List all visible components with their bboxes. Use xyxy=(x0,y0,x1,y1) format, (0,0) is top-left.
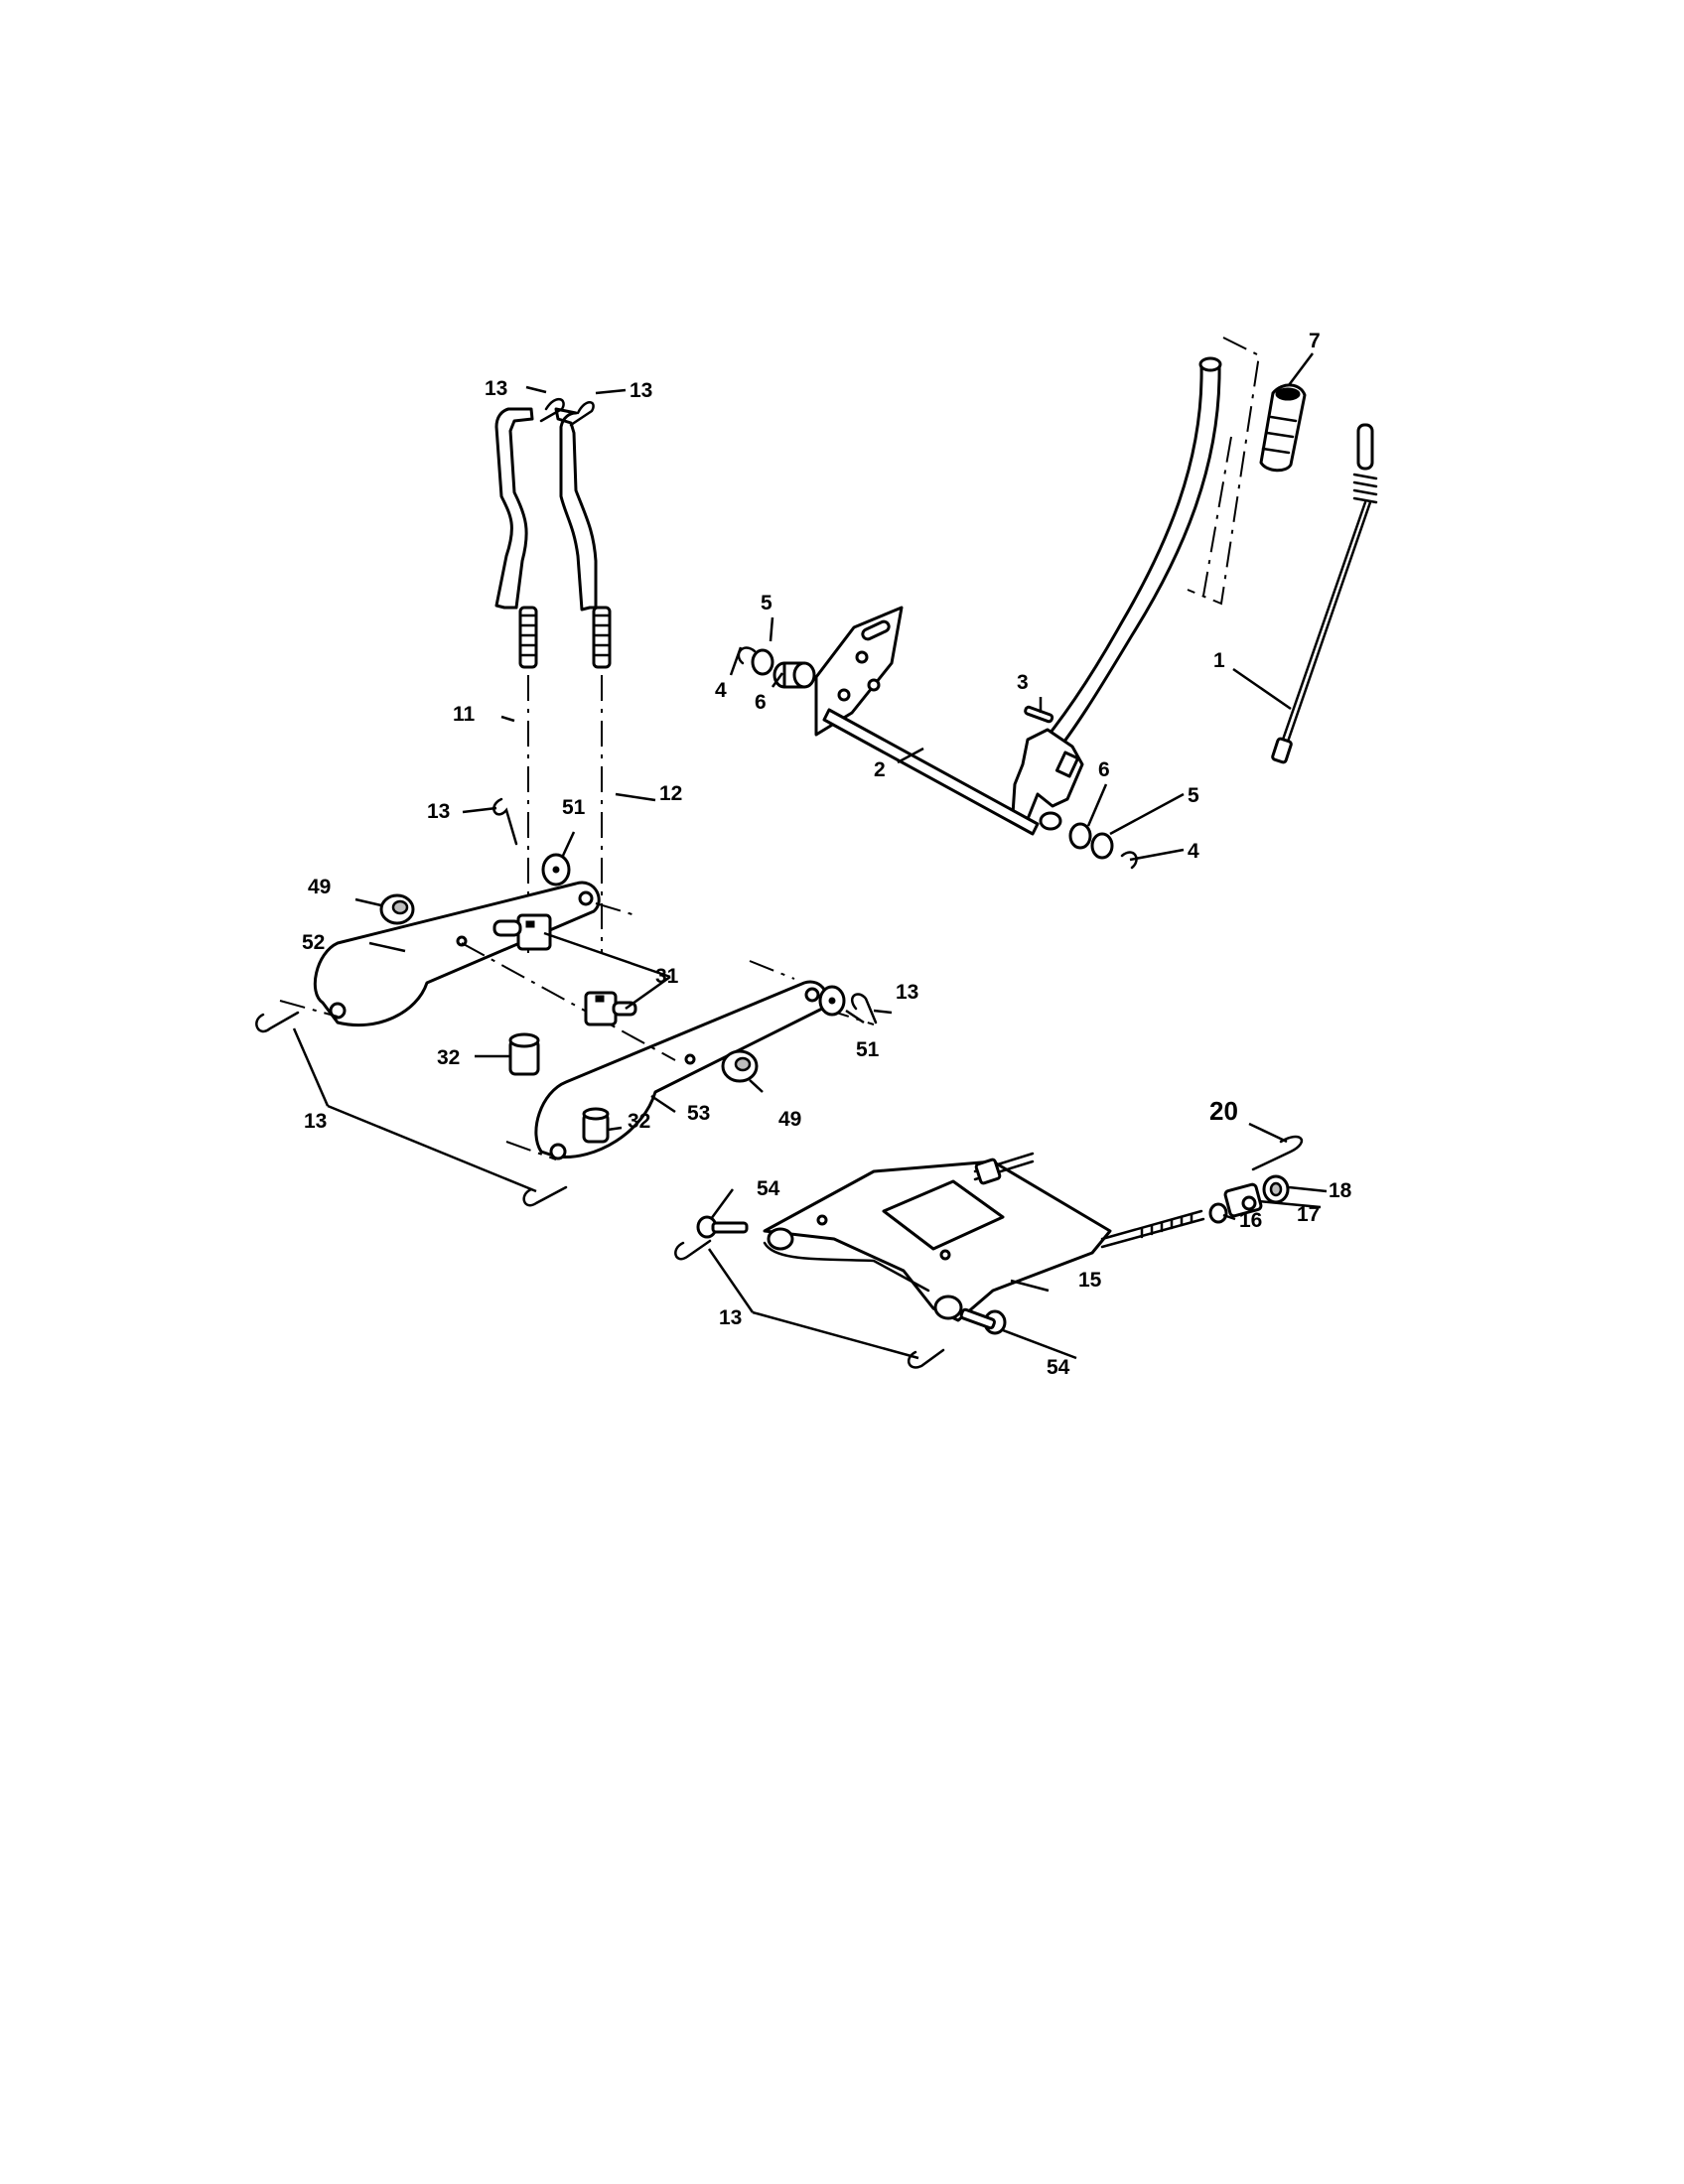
callout-13b: 13 xyxy=(630,379,652,402)
callout-54b: 54 xyxy=(1047,1356,1070,1379)
callout-1: 1 xyxy=(1213,649,1225,672)
trunnion-left xyxy=(492,913,552,951)
lift-hanger-52 xyxy=(313,881,601,1027)
callout-52: 52 xyxy=(302,931,325,954)
callout-13d: 13 xyxy=(896,981,918,1004)
washer-left xyxy=(541,853,571,887)
bushing-left xyxy=(379,893,415,925)
adjuster-nut-16 xyxy=(1208,1202,1228,1224)
shoulder-bolt-lower xyxy=(959,1307,1007,1335)
callout-20: 20 xyxy=(1209,1096,1238,1126)
callout-49b: 49 xyxy=(778,1108,801,1131)
washer-right xyxy=(818,985,846,1017)
bushing-right xyxy=(721,1049,759,1083)
hairpin-clips xyxy=(255,398,945,1369)
callout-labels: 1 2 3 4 4 5 5 6 6 7 11 12 13 13 13 13 13… xyxy=(302,330,1352,1379)
upper-right-hardware xyxy=(1068,822,1138,870)
nut-left xyxy=(508,1032,540,1076)
lift-rod xyxy=(1271,423,1378,764)
callout-15: 15 xyxy=(1078,1269,1102,1292)
callout-51b: 51 xyxy=(856,1038,880,1061)
callout-31: 31 xyxy=(655,965,679,988)
callout-54a: 54 xyxy=(757,1177,780,1200)
callout-6a: 6 xyxy=(755,691,767,714)
adjuster-nut-18 xyxy=(1262,1174,1290,1204)
shoulder-bolt-upper xyxy=(696,1215,749,1239)
callout-4b: 4 xyxy=(1188,840,1199,863)
lift-link-right xyxy=(554,407,612,669)
callout-32b: 32 xyxy=(628,1110,650,1133)
hairpin-20 xyxy=(1251,1135,1304,1171)
callout-32a: 32 xyxy=(437,1046,460,1069)
callout-5b: 5 xyxy=(1188,784,1199,807)
callout-6b: 6 xyxy=(1098,758,1110,781)
callout-13f: 13 xyxy=(719,1306,742,1329)
trunnion-right xyxy=(584,991,637,1026)
callout-13e: 13 xyxy=(304,1110,327,1133)
callout-16: 16 xyxy=(1239,1209,1262,1232)
lift-arm-15 xyxy=(763,1160,1112,1322)
leader-lines xyxy=(292,352,1328,1360)
callout-11: 11 xyxy=(453,703,476,726)
upper-left-hardware xyxy=(737,646,816,689)
handle-grip xyxy=(1259,383,1307,473)
callout-7: 7 xyxy=(1309,330,1321,352)
callout-12: 12 xyxy=(659,782,682,805)
adjuster-trunnion-17 xyxy=(1223,1182,1263,1218)
callout-13a: 13 xyxy=(485,377,507,400)
grip-centerline xyxy=(1187,337,1261,606)
callout-3: 3 xyxy=(1017,671,1029,694)
lift-arm-threaded-rod xyxy=(973,1152,1205,1249)
lift-hanger-53 xyxy=(534,980,829,1160)
callout-4a: 4 xyxy=(715,679,727,702)
callout-18: 18 xyxy=(1329,1179,1352,1202)
callout-17: 17 xyxy=(1297,1203,1320,1226)
callout-51a: 51 xyxy=(562,796,586,819)
callout-2: 2 xyxy=(874,758,886,781)
callout-49a: 49 xyxy=(308,876,331,898)
nut-right xyxy=(582,1107,610,1144)
callout-53: 53 xyxy=(687,1102,710,1125)
lift-handle xyxy=(1011,356,1222,821)
lift-shaft xyxy=(814,606,1062,836)
callout-5a: 5 xyxy=(761,592,772,614)
lift-link-left xyxy=(494,407,538,669)
callout-13c: 13 xyxy=(427,800,450,823)
roll-pin xyxy=(1024,705,1054,724)
